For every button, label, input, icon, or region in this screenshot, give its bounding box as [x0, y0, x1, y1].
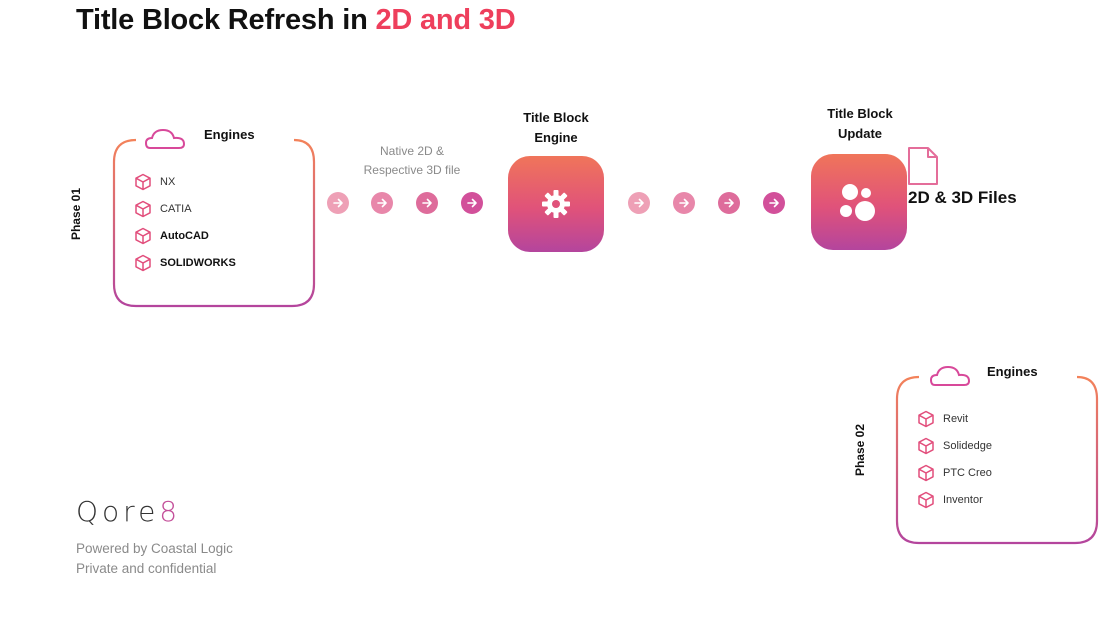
engine-item: PTC Creo — [917, 459, 992, 486]
engine-node-caption-line1: Title Block — [523, 110, 589, 125]
engines-box-frame — [112, 128, 316, 308]
phase-01-engines-header: Engines — [204, 127, 255, 142]
footer-confidential: Private and confidential — [76, 561, 217, 576]
arrow-right-icon — [371, 192, 393, 214]
cube-icon — [918, 437, 934, 454]
page-title: Title Block Refresh in 2D and 3D — [76, 4, 516, 37]
update-node-caption-line2: Update — [837, 126, 883, 141]
title-block-update-node — [811, 154, 907, 250]
cube-icon — [135, 200, 151, 217]
phase-02-engines-header: Engines — [987, 364, 1038, 379]
arrow-right-icon — [673, 192, 695, 214]
engine-item-label: PTC Creo — [943, 466, 992, 479]
title-block-engine-node — [508, 156, 604, 252]
qore8-logo: Qore8 — [76, 495, 181, 528]
update-node-caption-line1: Title Block — [827, 106, 893, 121]
engines-box-frame — [895, 365, 1099, 545]
engine-node-caption: Title Block Engine — [496, 108, 616, 148]
engine-item: CATIA — [134, 195, 236, 222]
flow-caption: Native 2D & Respective 3D file — [330, 142, 494, 180]
engine-item: Revit — [917, 405, 992, 432]
phase-01-engine-list: NX CATIA AutoCAD SOLIDWORKS — [134, 168, 236, 276]
engine-item-label: Revit — [943, 412, 969, 425]
phase-01-engines-box: Engines NX CATIA AutoCAD SOLIDWORKS — [112, 118, 316, 308]
bubbles-icon — [840, 184, 875, 221]
engine-item-label: Inventor — [943, 493, 983, 506]
phase-02-engines-box: Engines Revit Solidedge PTC Creo Invento… — [895, 355, 1099, 545]
title-highlight: 2D and 3D — [375, 4, 516, 36]
flow-caption-line1: Native 2D & — [379, 144, 445, 158]
files-label: 2D & 3D Files — [908, 188, 1017, 207]
cube-icon — [918, 464, 934, 481]
engine-item-label: CATIA — [160, 202, 192, 215]
flow-caption-line2: Respective 3D file — [363, 163, 461, 177]
gear-icon — [542, 190, 570, 218]
arrow-right-icon — [763, 192, 785, 214]
cube-icon — [135, 173, 151, 190]
logo-text: Qore — [76, 495, 160, 528]
footer-powered-by: Powered by Coastal Logic — [76, 541, 233, 556]
engine-item: AutoCAD — [134, 222, 236, 249]
arrow-right-icon — [327, 192, 349, 214]
cube-icon — [918, 410, 934, 427]
engine-item-label: SOLIDWORKS — [160, 256, 236, 269]
engine-item: Solidedge — [917, 432, 992, 459]
phase-02-label: Phase 02 — [853, 423, 867, 477]
cloud-icon — [929, 365, 971, 386]
arrow-right-icon — [718, 192, 740, 214]
arrow-right-icon — [628, 192, 650, 214]
engine-item-label: NX — [160, 175, 176, 188]
phase-02-engine-list: Revit Solidedge PTC Creo Inventor — [917, 405, 992, 513]
engine-item-label: Solidedge — [943, 439, 992, 452]
arrow-right-icon — [416, 192, 438, 214]
phase-01-label: Phase 01 — [69, 187, 83, 241]
logo-accent: 8 — [159, 495, 182, 528]
engine-item: SOLIDWORKS — [134, 249, 236, 276]
cube-icon — [135, 227, 151, 244]
arrow-right-icon — [461, 192, 483, 214]
title-main: Title Block Refresh in — [76, 4, 376, 36]
cube-icon — [135, 254, 151, 271]
engine-item: NX — [134, 168, 236, 195]
cube-icon — [918, 491, 934, 508]
engine-node-caption-line2: Engine — [534, 130, 578, 145]
engine-item: Inventor — [917, 486, 992, 513]
file-icon — [908, 147, 938, 185]
cloud-icon — [144, 128, 186, 149]
update-node-caption: Title Block Update — [800, 104, 920, 144]
engine-item-label: AutoCAD — [160, 229, 209, 242]
